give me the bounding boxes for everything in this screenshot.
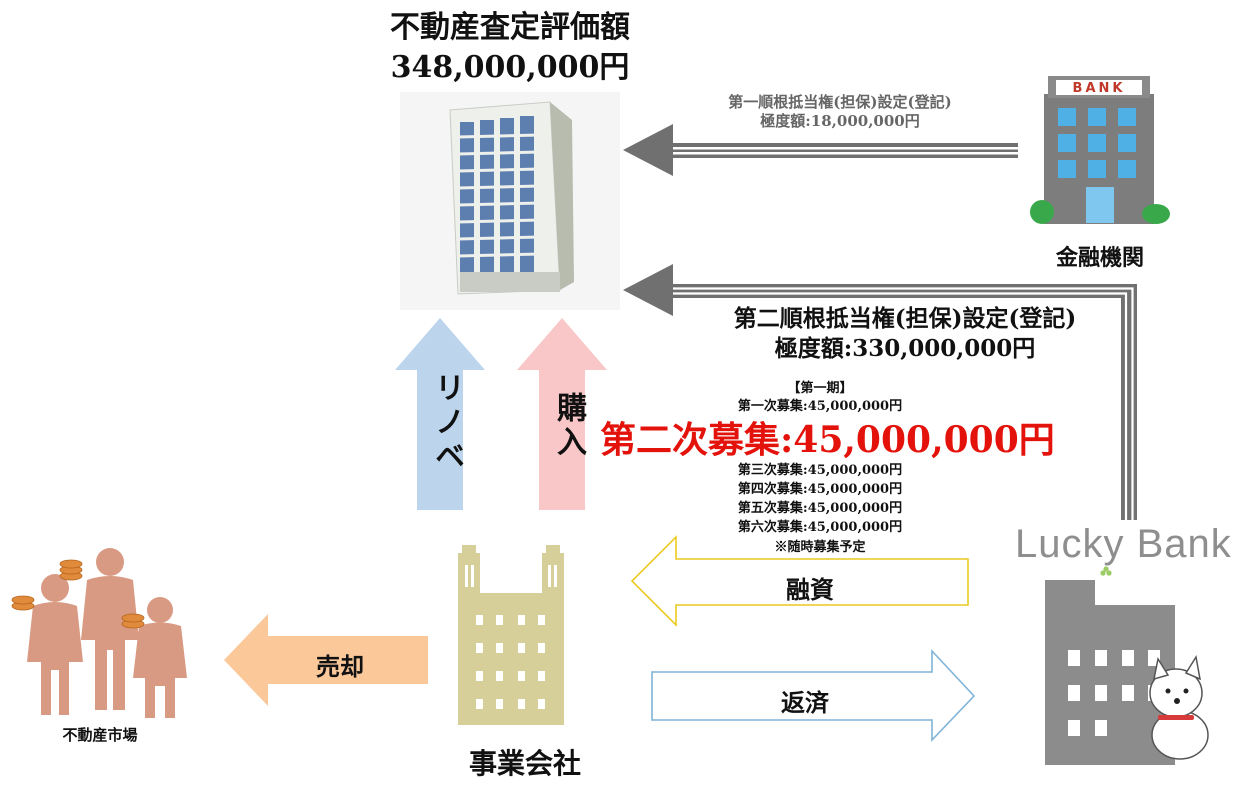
round-current: 第二次募集:45,000,000円 [600,419,1055,461]
repayment-label: 返済 [781,688,829,717]
purchase-arrow [517,318,607,510]
rounds-note: ※随時募集予定 [774,540,866,555]
renovation-arrow [395,318,485,510]
clover-icon [1100,566,1112,576]
second-lien-max-amount: 極度額:330,000,000円 [774,335,1036,362]
first-lien-arrow [623,124,1018,176]
second-lien-arrow [623,264,1137,520]
repayment-arrow [651,648,976,742]
second-lien-label: 第二順根抵当権(担保)設定(登記) [733,305,1077,332]
round-sixth: 第六次募集:45,000,000円 [737,520,903,535]
round-fourth: 第四次募集:45,000,000円 [737,482,903,497]
bank-building-icon: BANK [1030,76,1170,224]
market-people-icon [11,548,187,718]
sale-arrow [224,614,428,706]
lucky-bank-logo: Lucky Bank [1015,522,1232,566]
round-fifth: 第五次募集:45,000,000円 [737,501,903,516]
market-caption: 不動産市場 [62,726,138,744]
loan-arrow [630,535,969,627]
round-third: 第三次募集:45,000,000円 [737,463,903,478]
first-lien-label: 第一順根抵当権(担保)設定(登記) [728,93,952,111]
renovation-label: リノベ [429,372,464,474]
first-lien-max-amount: 極度額:18,000,000円 [760,112,920,130]
bank-caption: 金融機関 [1055,245,1144,271]
company-building-icon [458,545,564,725]
bank-sign: BANK [1073,81,1126,96]
purchase-label: 購入 [551,392,586,460]
round-first: 第一次募集:45,000,000円 [737,399,903,414]
period-label: 【第一期】 [787,381,853,396]
valuation-amount: 348,000,000円 [390,50,630,85]
loan-label: 融資 [786,575,834,604]
lucky-bank-building-icon [1045,580,1209,765]
sale-label: 売却 [316,652,364,681]
tower-building-image [400,92,620,310]
dog-mascot-icon [1149,654,1209,760]
company-caption: 事業会社 [468,747,581,780]
valuation-title: 不動産査定評価額 [390,10,630,45]
